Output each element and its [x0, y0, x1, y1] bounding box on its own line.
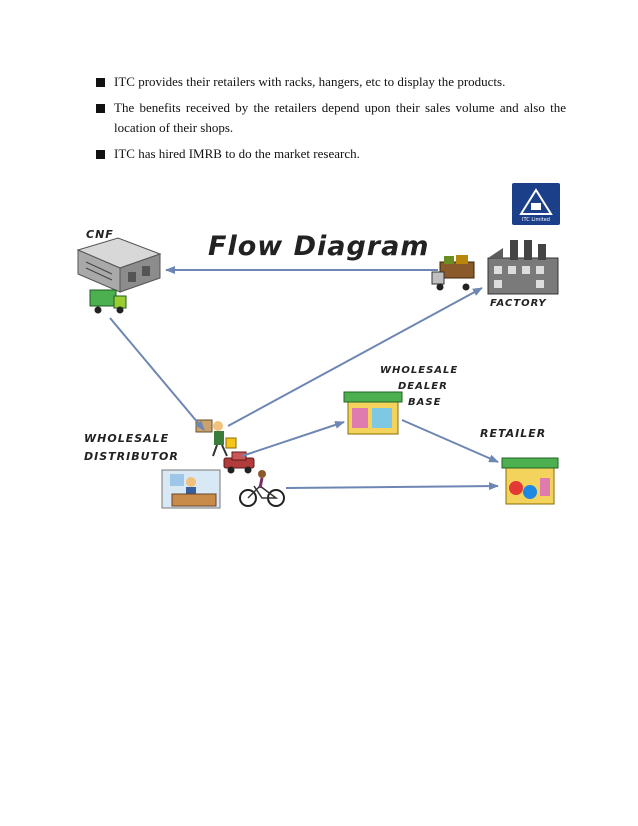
wholesale-dealer-label-line3: BASE	[408, 397, 441, 408]
office-desk-icon	[161, 469, 221, 509]
bullet-item: ITC has hired IMRB to do the market rese…	[96, 144, 566, 164]
retailer-shop-icon	[501, 457, 559, 505]
bullet-text: ITC provides their retailers with racks,…	[114, 74, 506, 89]
diagram-title: Flow Diagram	[208, 231, 429, 262]
wholesale-dealer-label-line2: DEALER	[398, 381, 448, 392]
arrow-cyclist-to-retailer	[285, 482, 499, 491]
bullet-item: ITC provides their retailers with racks,…	[96, 72, 566, 92]
arrow-distributor-to-dealer	[241, 421, 345, 457]
retailer-label: RETAILER	[480, 427, 546, 440]
cargo-truck-icon	[431, 255, 475, 291]
cnf-label: CNF	[86, 228, 114, 241]
arrow-dealer-to-retailer	[401, 419, 499, 463]
arrow-cnf-to-distributor	[109, 317, 205, 431]
arrow-distributor-to-factory	[227, 287, 483, 427]
bullet-text: ITC has hired IMRB to do the market rese…	[114, 146, 360, 161]
wholesale-distributor-label-line1: WHOLESALE	[84, 432, 169, 445]
dealer-shop-icon	[343, 391, 403, 435]
itc-logo: ITC Limited	[512, 183, 560, 225]
car-icon	[223, 451, 255, 474]
square-bullet-icon	[96, 150, 105, 159]
wholesale-distributor-label-line2: DISTRIBUTOR	[84, 450, 179, 463]
cyclist-icon	[239, 470, 285, 507]
flow-arrows	[109, 266, 499, 491]
square-bullet-icon	[96, 104, 105, 113]
factory-icon	[487, 240, 559, 295]
wholesale-dealer-label-line1: WHOLESALE	[380, 365, 458, 376]
warehouse-icon	[76, 237, 162, 293]
bullet-list: ITC provides their retailers with racks,…	[96, 72, 566, 170]
logo-text: ITC Limited	[522, 217, 550, 223]
factory-label: FACTORY	[490, 298, 547, 309]
square-bullet-icon	[96, 78, 105, 87]
bullet-item: The benefits received by the retailers d…	[96, 98, 566, 138]
bullet-text: The benefits received by the retailers d…	[114, 100, 566, 135]
delivery-truck-icon	[89, 289, 127, 314]
